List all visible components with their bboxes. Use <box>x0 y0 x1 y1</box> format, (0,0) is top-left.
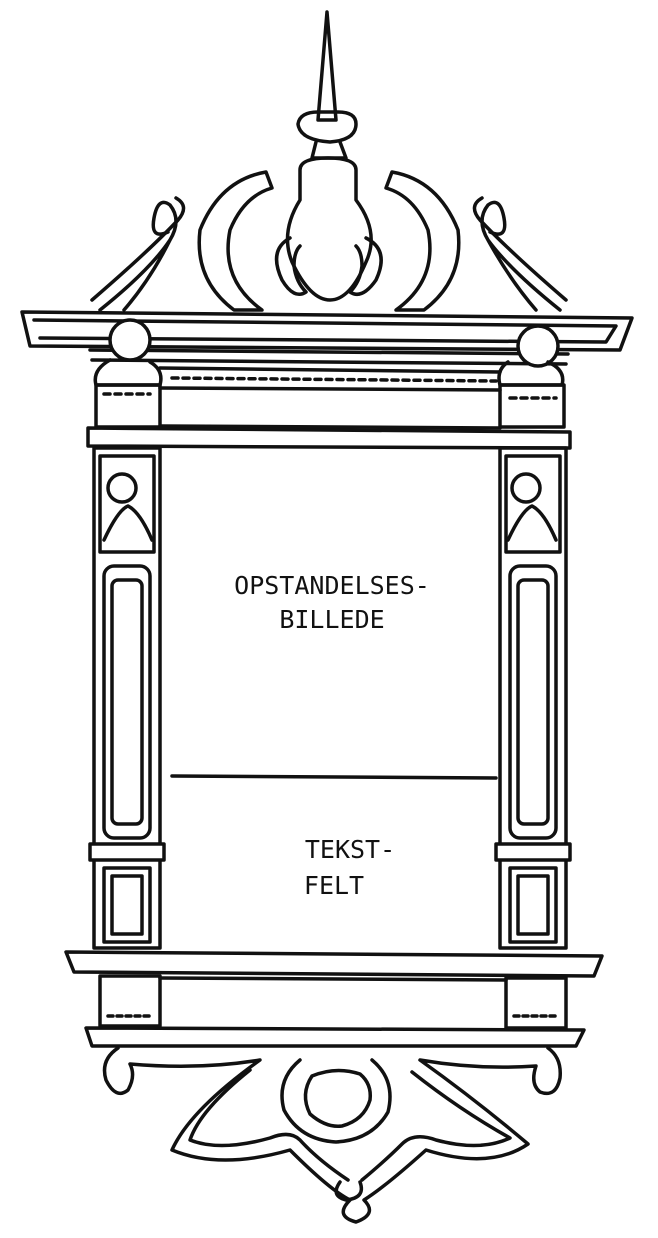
left-column <box>88 446 166 950</box>
base <box>64 950 604 1048</box>
upper-panel-label-line-2: BILLEDE <box>279 605 384 634</box>
lower-panel-label-line-1: TEKST- <box>305 835 395 864</box>
finial <box>274 10 383 302</box>
frieze <box>86 358 572 450</box>
lower-panel-label-line-2: FELT <box>304 871 364 900</box>
crest-scrolls <box>90 170 568 312</box>
central-panel: OPSTANDELSES- BILLEDE TEKST- FELT <box>170 571 498 900</box>
right-column <box>494 446 572 950</box>
apron <box>102 1046 562 1224</box>
upper-panel-label-line-1: OPSTANDELSES- <box>234 571 430 600</box>
cornice <box>20 310 634 368</box>
